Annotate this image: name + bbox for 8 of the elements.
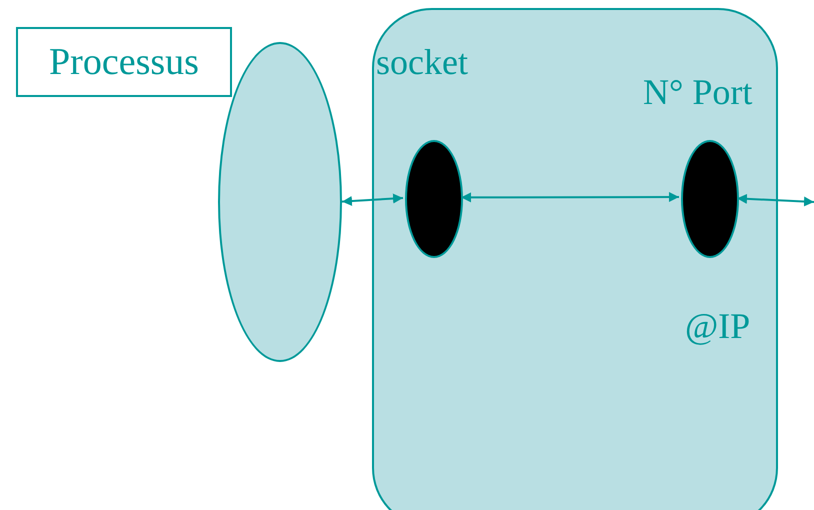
process-box: Processus — [16, 27, 232, 97]
host-panel — [372, 8, 778, 510]
double-arrow — [342, 194, 404, 206]
port-number-label: N° Port — [643, 74, 752, 110]
socket-label: socket — [376, 44, 468, 80]
double-arrow — [461, 192, 679, 202]
ip-address-label: @IP — [685, 308, 750, 344]
double-arrow — [736, 194, 814, 207]
